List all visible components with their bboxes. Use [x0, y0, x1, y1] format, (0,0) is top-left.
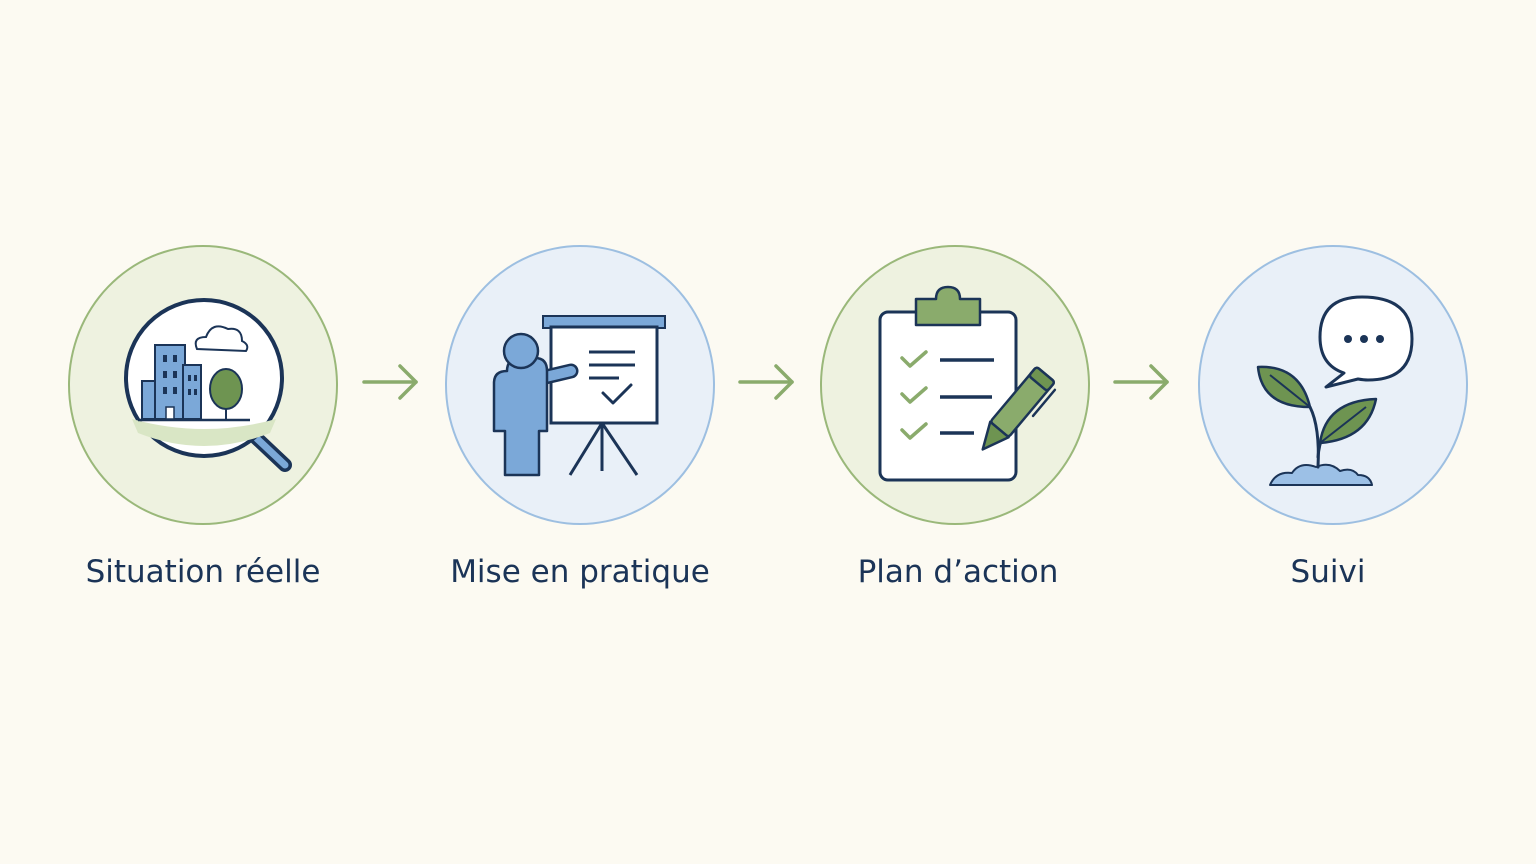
step-3-circle: [820, 245, 1090, 525]
step-1-circle: [68, 245, 338, 525]
step-2-circle: [445, 245, 715, 525]
step-3-label: Plan d’action: [857, 554, 1059, 590]
arrow-right-icon: [362, 364, 418, 400]
arrow-right-icon: [1113, 364, 1169, 400]
step-4-label: Suivi: [1290, 554, 1366, 590]
clipboard-checklist-pencil-icon: [878, 285, 1057, 482]
magnifier-city-icon: [124, 298, 292, 472]
presenter-whiteboard-icon: [492, 315, 666, 477]
arrow-right-icon: [738, 364, 794, 400]
step-2-label: Mise en pratique: [450, 554, 710, 590]
step-4-circle: [1198, 245, 1468, 525]
sprout-speech-bubble-icon: [1256, 295, 1414, 486]
step-1-label: Situation réelle: [85, 554, 321, 590]
